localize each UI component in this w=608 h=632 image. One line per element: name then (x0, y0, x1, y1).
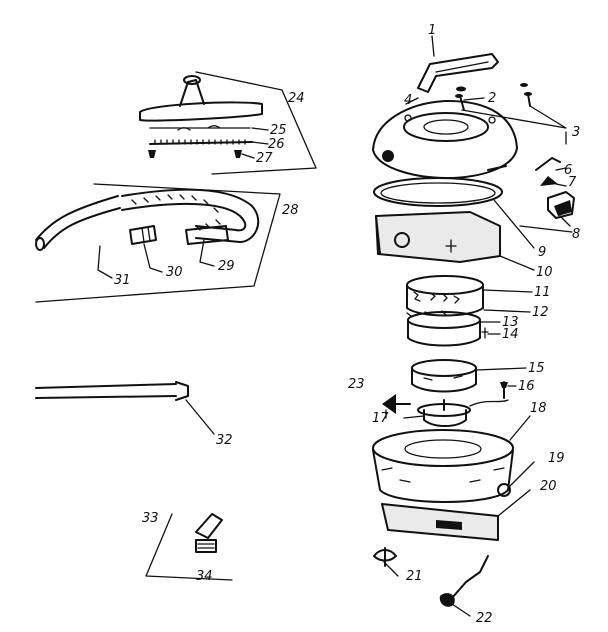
label-part-10: 10 (536, 265, 553, 280)
label-part-22: 22 (476, 611, 493, 626)
label-part-13: 13 (502, 315, 519, 330)
label-part-9: 9 (538, 245, 546, 260)
group-bracket-28 (35, 183, 281, 303)
part-hose (121, 188, 260, 243)
label-part-14: 14 (502, 327, 519, 342)
label-part-30: 30 (166, 265, 183, 280)
label-part-17: 17 (372, 411, 389, 426)
label-part-18: 18 (530, 401, 547, 416)
label-part-34: 34 (196, 569, 213, 584)
label-part-7: 7 (568, 175, 577, 190)
part-tank (372, 429, 514, 503)
label-part-16: 16 (518, 379, 535, 394)
label-part-21: 21 (406, 569, 423, 584)
leader-lines (97, 35, 573, 617)
group-bracket-24 (195, 71, 317, 175)
part-adapter (129, 225, 157, 245)
part-curved-wand (35, 195, 121, 251)
label-part-1: 1 (428, 23, 436, 38)
part-labels: 1 2 3 4 6 7 8 9 10 11 12 13 14 15 16 17 … (114, 23, 580, 626)
part-screws (455, 83, 532, 111)
label-part-29: 29 (218, 259, 235, 274)
label-part-32: 32 (216, 433, 233, 448)
part-brush-strips (148, 125, 253, 158)
part-cuff (185, 225, 229, 245)
part-nozzle (145, 513, 233, 581)
label-part-11: 11 (534, 285, 551, 300)
label-part-3: 3 (572, 125, 580, 140)
part-cord (439, 555, 489, 607)
label-part-28: 28 (282, 203, 299, 218)
part-lid (372, 99, 518, 179)
label-part-33: 33 (142, 511, 159, 526)
part-16 (500, 381, 508, 399)
label-part-19: 19 (548, 451, 565, 466)
label-part-6: 6 (564, 163, 572, 178)
label-part-2: 2 (488, 91, 496, 106)
part-cage (407, 311, 489, 347)
label-part-25: 25 (270, 123, 287, 138)
part-motor (411, 359, 477, 393)
part-collar (375, 211, 501, 263)
label-part-24: 24 (288, 91, 305, 106)
part-gasket (373, 177, 503, 207)
label-part-31: 31 (114, 273, 131, 288)
label-part-8: 8 (572, 227, 580, 242)
part-impeller (417, 399, 509, 427)
label-part-12: 12 (532, 305, 549, 320)
part-front-cover (381, 503, 499, 541)
part-23 (382, 394, 411, 414)
part-filter (406, 275, 484, 317)
part-latch (535, 157, 575, 219)
part-floor-tool (139, 75, 263, 122)
label-part-4: 4 (404, 93, 412, 108)
part-straight-wand (35, 381, 189, 401)
label-part-20: 20 (540, 479, 557, 494)
label-part-27: 27 (256, 151, 273, 166)
label-part-26: 26 (268, 137, 285, 152)
label-part-15: 15 (528, 361, 545, 376)
label-part-23: 23 (348, 377, 365, 392)
part-handle (417, 53, 499, 93)
